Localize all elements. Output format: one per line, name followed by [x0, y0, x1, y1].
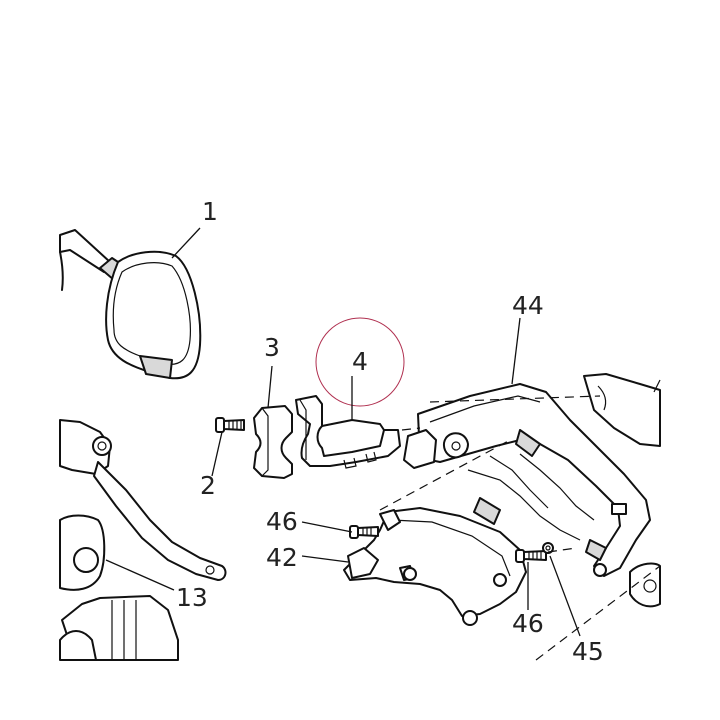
- handguard-part-44[interactable]: [403, 373, 661, 608]
- lower-cover-part-42[interactable]: [343, 507, 527, 626]
- callout-1: 1: [202, 197, 218, 226]
- brake-lever-part-13[interactable]: [59, 419, 227, 661]
- screw-part-46b[interactable]: [515, 549, 547, 563]
- callout-45: 45: [572, 637, 604, 666]
- highlight-circle: [315, 317, 405, 407]
- callout-46b: 46: [512, 609, 544, 638]
- screw-part-46a[interactable]: [349, 525, 379, 539]
- leader-lines: [105, 227, 581, 637]
- callout-46a: 46: [266, 507, 298, 536]
- clamp-part-3[interactable]: [253, 405, 293, 479]
- assembly-lines: [379, 395, 661, 661]
- screw-part-2[interactable]: [215, 417, 245, 433]
- callout-2: 2: [200, 471, 216, 500]
- callout-13: 13: [176, 583, 208, 612]
- callout-44: 44: [512, 291, 544, 320]
- callout-3: 3: [264, 333, 280, 362]
- spacer-part-45[interactable]: [542, 542, 554, 554]
- mount-part-4[interactable]: [295, 395, 401, 469]
- mirror-part[interactable]: [59, 229, 202, 380]
- callout-4: 4: [352, 347, 368, 376]
- callout-42: 42: [266, 543, 298, 572]
